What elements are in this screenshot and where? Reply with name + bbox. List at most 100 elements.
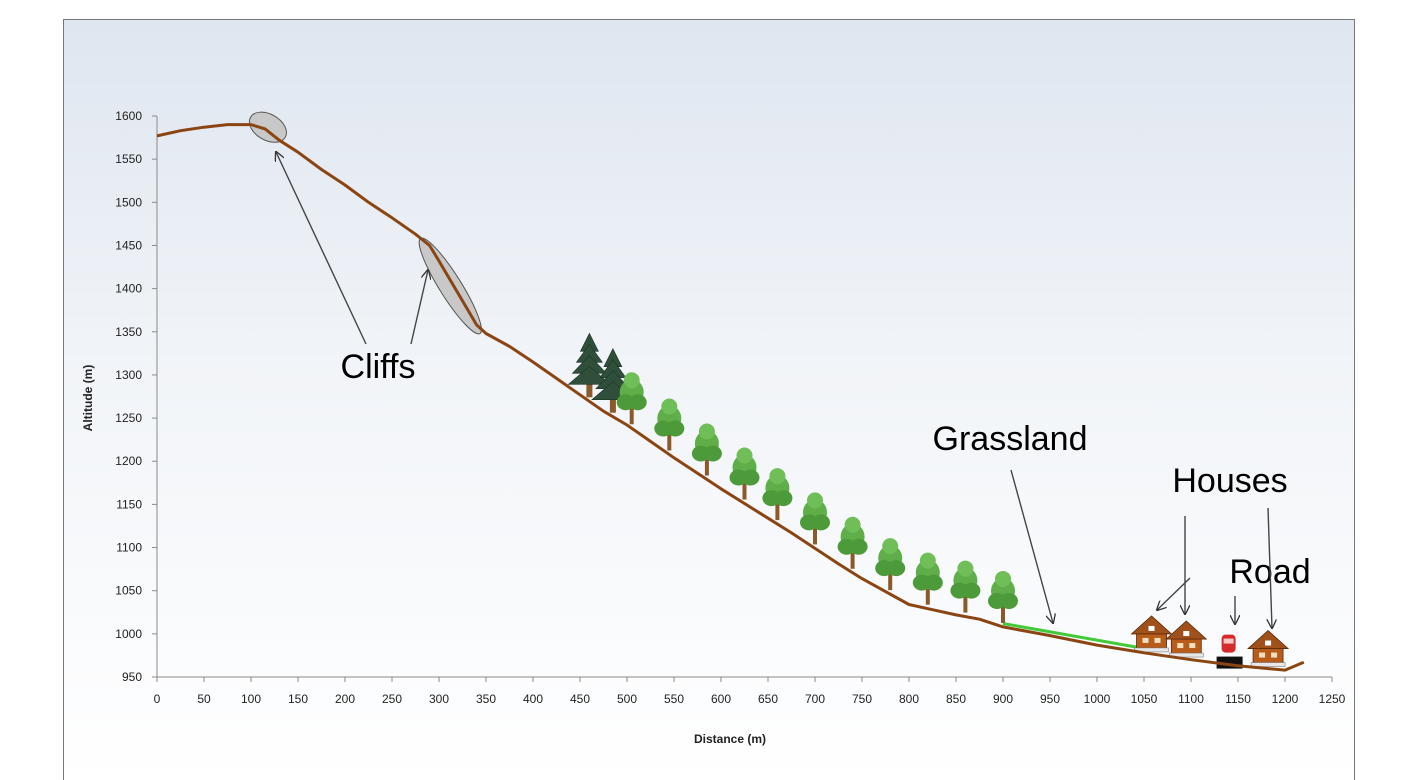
y-tick-label: 1300: [115, 368, 142, 382]
y-axis-title: Altitude (m): [81, 365, 95, 432]
house-body: [1170, 636, 1202, 656]
annotation-arrow: [1010, 469, 1053, 623]
tree-foliage: [924, 574, 943, 591]
house-window: [1177, 643, 1184, 649]
broadleaf-tree-icon: [762, 468, 793, 521]
x-tick-label: 250: [382, 692, 402, 706]
tree-foliage: [1000, 592, 1018, 609]
broadleaf-tree-icon: [691, 423, 722, 476]
x-tick-label: 1150: [1225, 692, 1251, 706]
house-window: [1259, 652, 1266, 658]
tree-foliage: [995, 570, 1011, 587]
x-tick-label: 1250: [1319, 692, 1346, 706]
tree-trunk: [813, 528, 817, 545]
y-tick-label: 1600: [115, 109, 142, 123]
tree-foliage: [628, 394, 647, 411]
y-tick-label: 1050: [115, 584, 142, 598]
broadleaf-tree-icon: [654, 398, 685, 451]
tree-foliage: [769, 468, 786, 485]
annotation-label: Cliffs: [341, 348, 416, 386]
cliff-ellipse: [248, 111, 287, 143]
house-roof: [1130, 615, 1173, 635]
x-tick-label: 350: [476, 692, 496, 706]
tree-foliage: [962, 582, 981, 599]
house-icon: [1130, 615, 1173, 653]
broadleaf-tree-icon: [800, 492, 830, 545]
x-tick-label: 0: [154, 692, 161, 706]
tree-foliage: [741, 469, 760, 486]
x-tick-label: 1200: [1272, 692, 1299, 706]
tree-trunk: [850, 552, 855, 569]
y-tick-label: 1200: [115, 454, 142, 468]
x-tick-label: 200: [335, 692, 355, 706]
y-tick-label: 1400: [115, 282, 142, 296]
tree-foliage: [849, 538, 868, 555]
x-tick-label: 800: [899, 692, 919, 706]
tree-trunk: [609, 396, 616, 413]
y-tick-label: 950: [122, 670, 142, 684]
x-tick-label: 1000: [1084, 692, 1111, 706]
house-window: [1183, 631, 1190, 637]
house-icon: [1247, 630, 1290, 667]
y-tick-label: 1250: [115, 411, 142, 425]
profile-line: [156, 123, 1305, 672]
house-window: [1189, 643, 1196, 649]
house-base: [1250, 662, 1286, 667]
tree-foliage: [736, 447, 753, 464]
tree-foliage: [807, 492, 823, 509]
house-window: [1271, 652, 1278, 658]
house-window: [1148, 625, 1155, 631]
tree-trunk: [888, 574, 893, 591]
tree-foliage: [698, 423, 715, 440]
terrain-features: [248, 111, 1290, 669]
annotation-arrow: [410, 270, 428, 345]
x-tick-label: 400: [523, 692, 543, 706]
broadleaf-tree-icon: [875, 538, 906, 591]
x-tick-label: 950: [1040, 692, 1060, 706]
tree-foliage: [919, 552, 936, 569]
grassland-strip: [1002, 622, 1140, 650]
y-tick-label: 1150: [116, 497, 142, 511]
tree-foliage: [774, 490, 793, 507]
broadleaf-tree-icon: [988, 570, 1018, 623]
broadleaf-tree-icon: [950, 560, 981, 613]
x-tick-label: 300: [429, 692, 449, 706]
house-window: [1265, 640, 1272, 646]
tree-trunk: [775, 504, 780, 521]
x-tick-label: 450: [570, 692, 590, 706]
tree-foliage: [887, 560, 906, 577]
annotation-arrow: [276, 152, 367, 345]
x-tick-label: 150: [288, 692, 308, 706]
tree-foliage: [661, 398, 678, 415]
x-tick-label: 600: [711, 692, 731, 706]
annotation-arrow: [1268, 507, 1272, 628]
tree-trunk: [742, 483, 747, 500]
x-tick-label: 50: [197, 692, 211, 706]
house-window: [1142, 637, 1149, 643]
house-body: [1252, 646, 1284, 665]
y-tick-label: 1000: [115, 627, 142, 641]
house-roof: [1165, 620, 1208, 640]
x-tick-label: 500: [617, 692, 637, 706]
x-tick-label: 700: [805, 692, 825, 706]
y-tick-label: 1500: [115, 195, 142, 209]
tree-trunk: [629, 408, 634, 425]
tree-foliage: [567, 365, 612, 385]
broadleaf-tree-icon: [837, 516, 868, 569]
broadleaf-tree-icon: [912, 552, 943, 605]
tree-foliage: [703, 445, 722, 462]
x-axis-title: Distance (m): [694, 732, 766, 746]
tree-foliage: [812, 514, 830, 531]
car-window: [1223, 638, 1234, 644]
tree-foliage: [623, 372, 640, 389]
x-tick-label: 550: [664, 692, 684, 706]
annotation-arrow: [1157, 577, 1191, 610]
x-tick-label: 750: [852, 692, 872, 706]
y-tick-label: 1450: [115, 238, 142, 252]
x-tick-label: 1050: [1131, 692, 1158, 706]
tree-trunk: [704, 459, 709, 476]
house-window: [1154, 637, 1161, 643]
